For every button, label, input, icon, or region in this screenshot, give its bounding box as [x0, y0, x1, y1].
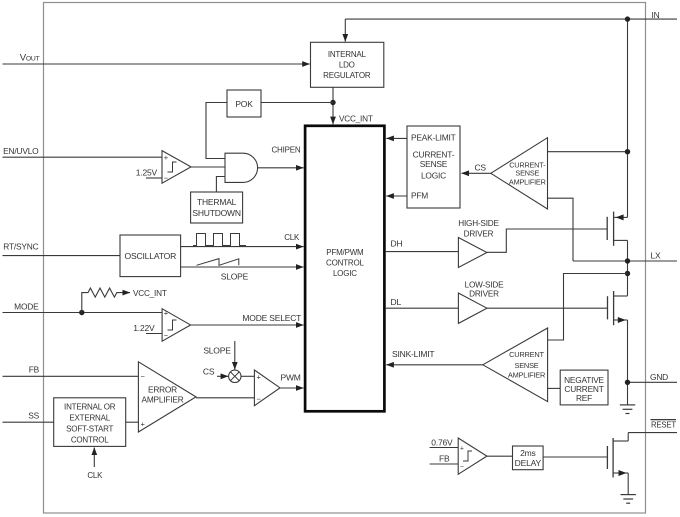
svg-text:−: −	[164, 174, 169, 183]
svg-text:IN: IN	[652, 10, 660, 20]
svg-text:FB: FB	[29, 365, 40, 375]
svg-text:−: −	[141, 372, 146, 381]
svg-text:DRIVER: DRIVER	[464, 229, 494, 238]
svg-text:REGULATOR: REGULATOR	[323, 71, 371, 80]
svg-text:CONTROL: CONTROL	[71, 436, 109, 445]
svg-text:2ms: 2ms	[520, 448, 535, 458]
svg-text:+: +	[164, 309, 169, 318]
svg-text:CLK: CLK	[284, 233, 300, 242]
svg-text:EN/UVLO: EN/UVLO	[3, 146, 39, 156]
svg-text:CHIPEN: CHIPEN	[271, 146, 300, 155]
svg-text:−: −	[257, 394, 262, 403]
svg-text:RESET: RESET	[651, 420, 676, 429]
svg-text:PEAK-LIMIT: PEAK-LIMIT	[411, 132, 456, 142]
svg-text:CURRENT-: CURRENT-	[509, 160, 546, 169]
svg-text:+: +	[460, 446, 464, 453]
svg-text:EXTERNAL: EXTERNAL	[69, 414, 110, 423]
svg-text:POK: POK	[235, 99, 253, 109]
svg-text:SOFT-START: SOFT-START	[66, 425, 113, 434]
svg-text:OSCILLATOR: OSCILLATOR	[124, 251, 176, 261]
svg-text:LOW-SIDE: LOW-SIDE	[465, 280, 504, 289]
svg-text:INTERNAL: INTERNAL	[328, 50, 367, 59]
svg-text:RT/SYNC: RT/SYNC	[3, 241, 38, 251]
svg-text:DH: DH	[391, 239, 403, 249]
svg-text:GND: GND	[650, 372, 668, 382]
svg-text:REF: REF	[576, 393, 592, 403]
svg-text:1.25V: 1.25V	[136, 167, 158, 177]
svg-text:AMPLIFIER: AMPLIFIER	[142, 395, 184, 405]
svg-text:DL: DL	[391, 297, 402, 307]
svg-text:SINK-LIMIT: SINK-LIMIT	[392, 349, 434, 359]
svg-text:SENSE: SENSE	[515, 169, 539, 178]
svg-text:CURRENT: CURRENT	[564, 384, 603, 394]
svg-text:DRIVER: DRIVER	[469, 290, 499, 299]
svg-text:LOGIC: LOGIC	[333, 269, 357, 278]
svg-text:−: −	[460, 464, 464, 471]
svg-text:LOGIC: LOGIC	[421, 170, 446, 180]
svg-text:VCC_INT: VCC_INT	[133, 289, 167, 298]
svg-text:THERMAL: THERMAL	[197, 197, 237, 207]
svg-text:NEGATIVE: NEGATIVE	[564, 375, 604, 385]
svg-text:+: +	[164, 153, 169, 162]
svg-text:FB: FB	[439, 454, 450, 464]
svg-text:CLK: CLK	[87, 471, 103, 480]
svg-text:−: −	[164, 331, 169, 340]
svg-text:MODE SELECT: MODE SELECT	[242, 313, 301, 323]
svg-text:PFM/PWM: PFM/PWM	[326, 248, 364, 257]
svg-text:CONTROL: CONTROL	[326, 259, 364, 268]
svg-text:SENSE: SENSE	[514, 361, 538, 370]
svg-text:AMPLIFIER: AMPLIFIER	[508, 371, 545, 380]
svg-text:+: +	[141, 420, 146, 429]
svg-text:0.76V: 0.76V	[431, 437, 453, 447]
svg-text:SLOPE: SLOPE	[221, 272, 249, 282]
svg-text:SS: SS	[28, 411, 39, 421]
svg-text:DELAY: DELAY	[515, 458, 542, 468]
svg-text:INTERNAL OR: INTERNAL OR	[64, 403, 116, 412]
svg-text:SHUTDOWN: SHUTDOWN	[192, 208, 241, 218]
svg-text:SLOPE: SLOPE	[203, 346, 231, 356]
svg-text:LX: LX	[651, 251, 661, 261]
svg-text:CS: CS	[474, 163, 486, 173]
svg-text:VOUT: VOUT	[20, 53, 40, 64]
svg-text:+: +	[257, 373, 262, 382]
svg-text:MODE: MODE	[14, 302, 39, 312]
svg-text:SENSE: SENSE	[420, 159, 448, 169]
svg-text:CS: CS	[203, 366, 215, 376]
svg-text:PFM: PFM	[411, 191, 428, 201]
svg-text:AMPLIFIER: AMPLIFIER	[509, 177, 546, 186]
svg-text:CURRENT: CURRENT	[509, 350, 544, 359]
svg-text:HIGH-SIDE: HIGH-SIDE	[458, 219, 499, 228]
svg-text:PWM: PWM	[281, 373, 301, 383]
svg-text:ERROR: ERROR	[148, 385, 177, 395]
svg-text:VCC_INT: VCC_INT	[339, 114, 373, 123]
svg-text:LDO: LDO	[339, 61, 355, 70]
svg-text:1.22V: 1.22V	[133, 323, 155, 333]
svg-text:CURRENT-: CURRENT-	[413, 150, 455, 160]
